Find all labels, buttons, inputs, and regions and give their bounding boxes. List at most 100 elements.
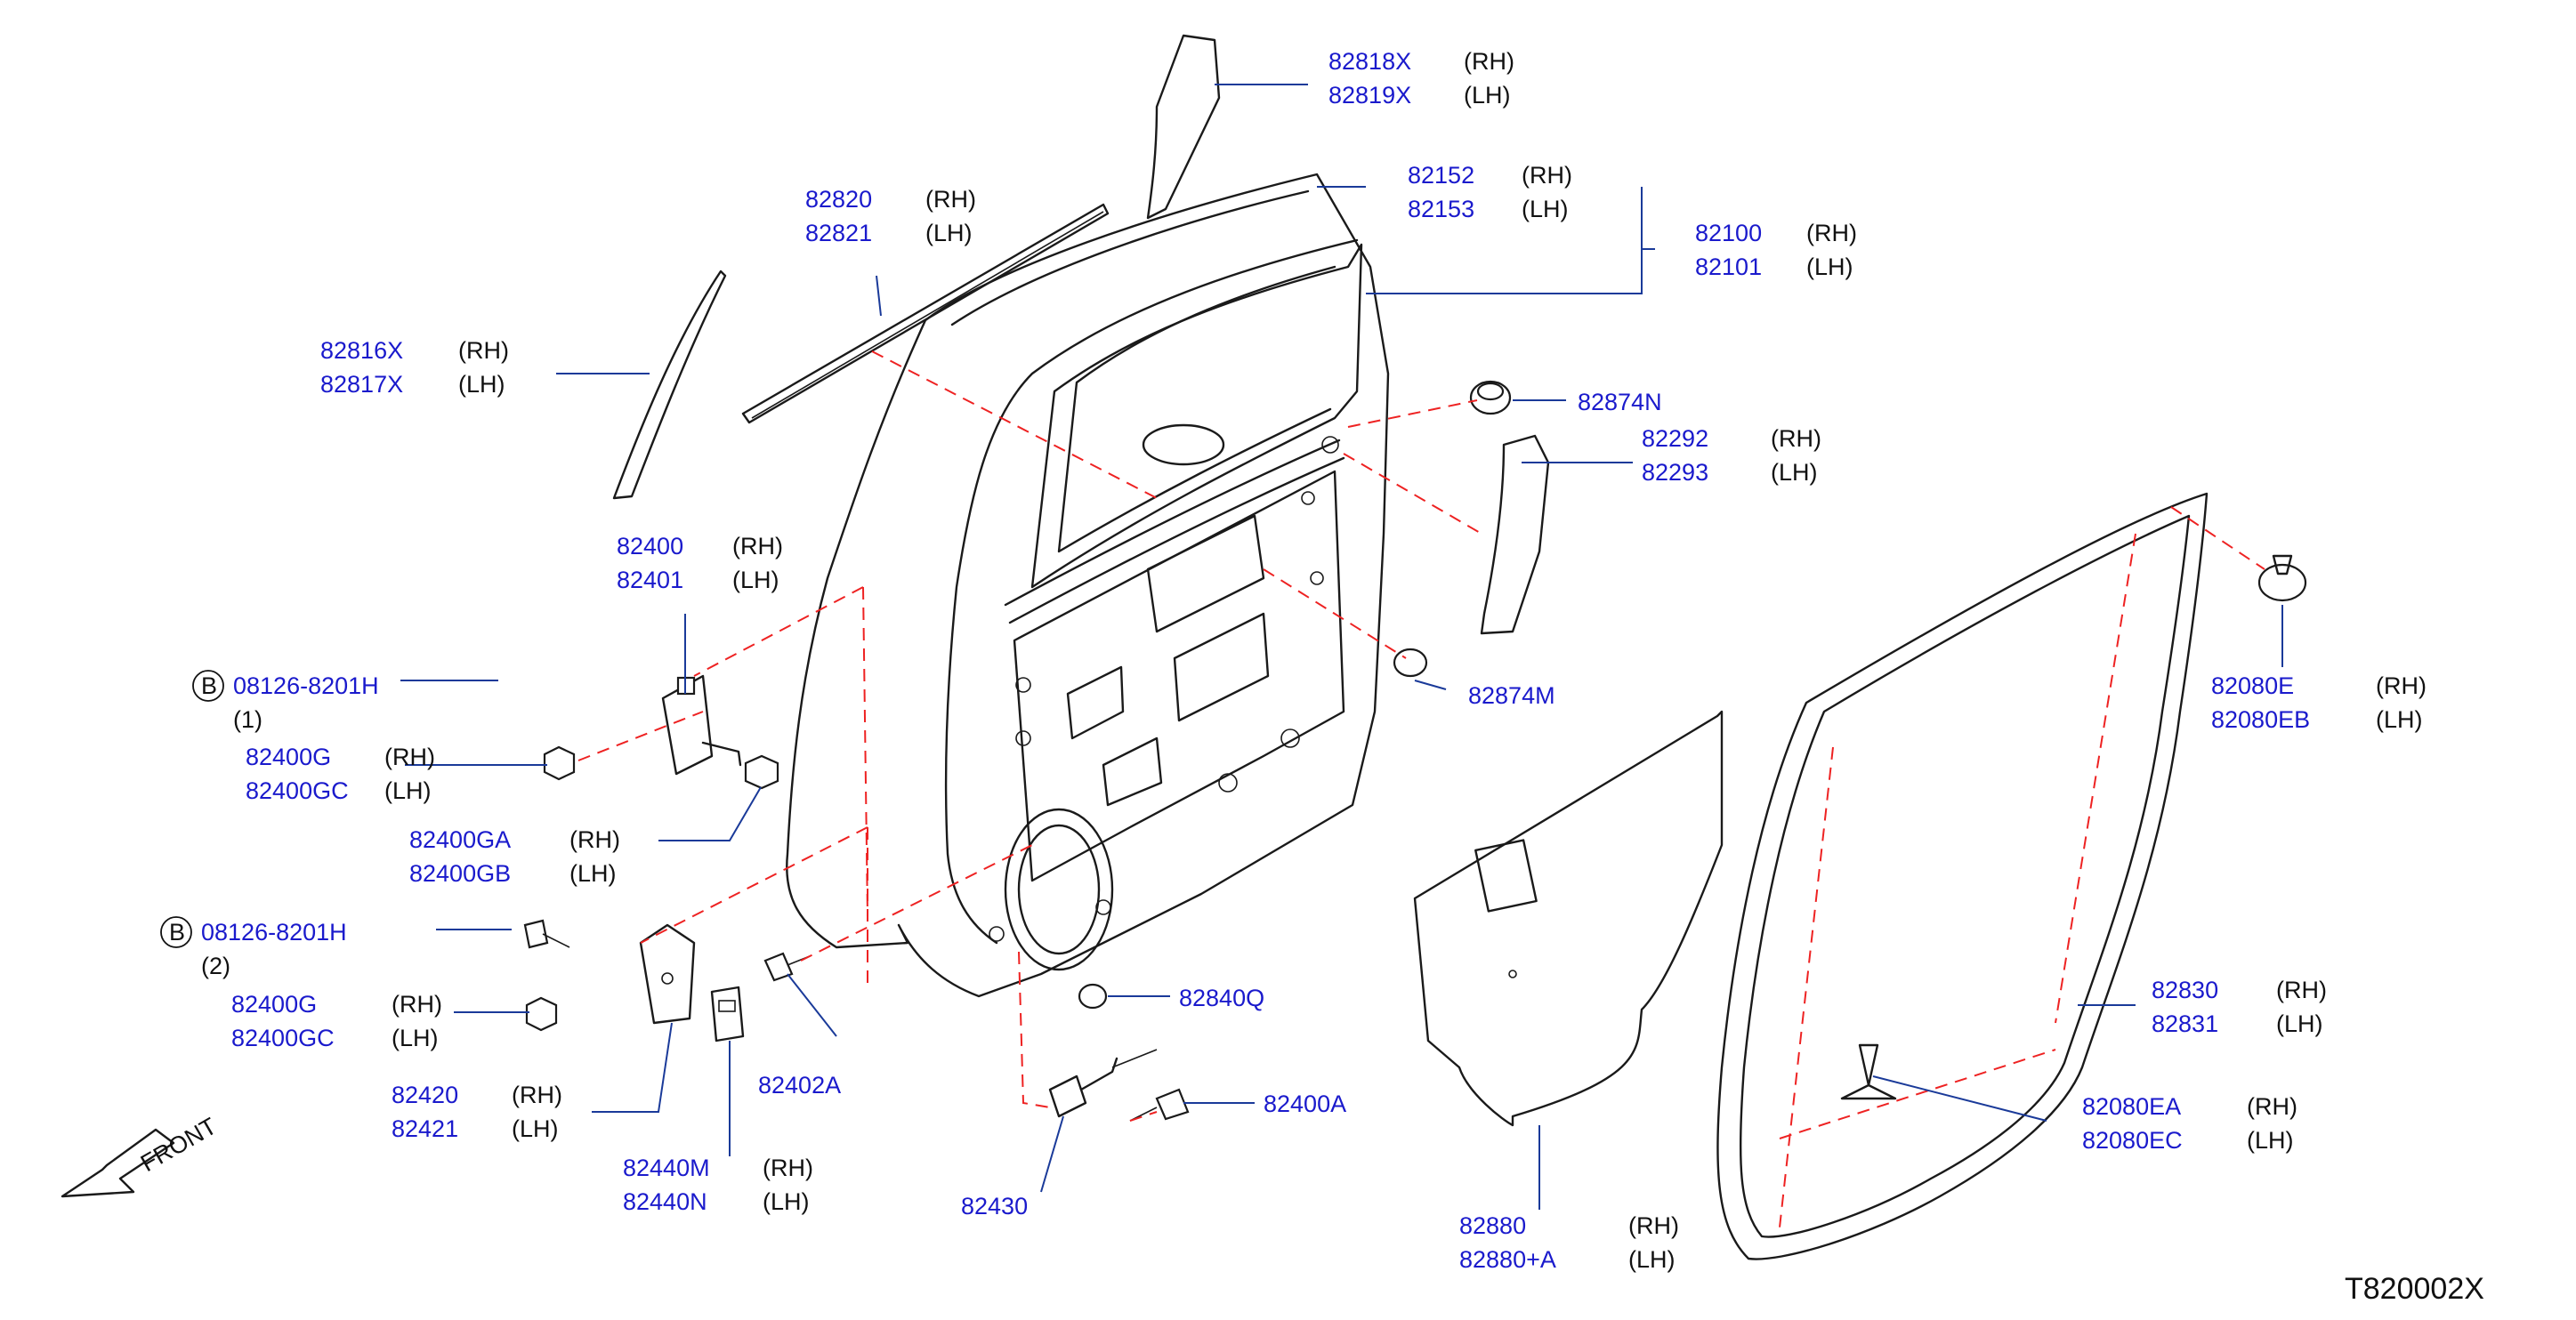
part-number: 82080EB (2211, 706, 2310, 733)
side-designation: (LH) (2247, 1127, 2294, 1154)
assembly-guides (577, 350, 2265, 1228)
plug-82840q (1078, 983, 1108, 1010)
front-arrow-icon (61, 1128, 175, 1198)
part-number: 82400GA (409, 826, 511, 853)
window-sash-rear-moulding (1146, 34, 1221, 220)
callout-c20: 82400A (1264, 1091, 1346, 1117)
callout-c09: 82874M (1468, 682, 1555, 709)
part-number: 82400G (231, 991, 317, 1018)
part-number: 82080EC (2082, 1127, 2183, 1154)
clip-82080e (2257, 554, 2307, 602)
part-number: 82100 (1695, 220, 1762, 246)
callout-c01: 82818X(RH)82819X(LH) (1328, 48, 1514, 109)
part-number: 08126-8201H (233, 672, 379, 699)
corner-piece (1480, 434, 1550, 635)
side-designation: (LH) (392, 1025, 439, 1051)
callout-c12: 82400G(RH)82400GC(LH) (246, 744, 435, 804)
side-designation: (RH) (512, 1082, 562, 1108)
side-designation: (LH) (569, 860, 617, 887)
part-number: 82421 (392, 1115, 458, 1142)
callout-labels: 82818X(RH)82819X(LH)82820(RH)82821(LH)82… (160, 48, 2427, 1273)
side-designation: (RH) (2376, 672, 2427, 699)
door-check-82430 (1048, 1049, 1158, 1118)
part-number: 82819X (1328, 82, 1411, 109)
hinge-nut-lower (525, 996, 558, 1032)
side-designation: (LH) (1806, 254, 1853, 280)
part-number: 82840Q (1179, 985, 1264, 1011)
side-designation: (LH) (2376, 706, 2423, 733)
side-designation: (LH) (384, 777, 432, 804)
callout-c05: 82816X(RH)82817X(LH) (320, 337, 509, 398)
part-number: 82420 (392, 1082, 458, 1108)
part-number: 82400A (1264, 1091, 1346, 1117)
side-designation: (RH) (2276, 977, 2327, 1003)
side-designation: (RH) (2247, 1093, 2297, 1120)
badge-letter: B (169, 919, 185, 946)
callout-c10: 82080E (RH) 82080EB (LH) (2211, 672, 2427, 733)
part-number: 82440M (623, 1155, 710, 1181)
hinge-nut-upper-2 (744, 754, 779, 790)
side-designation: (RH) (1806, 220, 1857, 246)
clip-82080ea (1840, 1043, 1897, 1100)
side-designation: (RH) (569, 826, 620, 853)
part-number: 82816X (320, 337, 403, 364)
side-designation: (RH) (763, 1155, 813, 1181)
part-number: 82821 (805, 220, 872, 246)
side-designation: (LH) (1464, 82, 1511, 109)
part-number: 82080E (2211, 672, 2294, 699)
side-designation: (LH) (732, 567, 779, 593)
door-shell (786, 173, 1390, 998)
part-number: 82400 (617, 533, 683, 559)
part-number: 82880 (1459, 1212, 1526, 1239)
side-designation: (LH) (1771, 459, 1818, 486)
callout-c11: B 08126-8201H (1) (192, 670, 379, 733)
part-number: 82430 (961, 1193, 1028, 1219)
upper-hinge (661, 674, 742, 776)
quantity: (1) (233, 706, 262, 733)
part-number: 08126-8201H (201, 919, 347, 946)
callout-c06: 82874N (1578, 389, 1662, 415)
side-designation: (LH) (925, 220, 973, 246)
check-link-bracket (710, 986, 745, 1042)
lower-hinge (639, 923, 696, 1025)
side-designation: (RH) (392, 991, 442, 1018)
part-number: 82402A (758, 1072, 841, 1099)
side-designation: (RH) (732, 533, 783, 559)
grommet-82874m (1393, 648, 1428, 678)
part-number: 82401 (617, 567, 683, 593)
bolt-82400a (1129, 1088, 1190, 1122)
side-designation: (LH) (1628, 1246, 1676, 1273)
part-number: 82292 (1642, 425, 1708, 452)
callout-c17: 82830(RH)82831(LH) (2152, 977, 2327, 1037)
side-designation: (LH) (458, 371, 505, 398)
bolt-82402a (763, 952, 811, 982)
callout-c02: 82820(RH)82821(LH) (805, 186, 976, 246)
callout-c18: 82402A (758, 1072, 841, 1099)
badge-circle (160, 916, 192, 948)
hinge-bolt-lower (523, 919, 570, 949)
side-designation: (LH) (1522, 196, 1569, 222)
part-number: 82874M (1468, 682, 1555, 709)
callout-c19: 82420 (RH) 82421 (LH) (392, 1082, 562, 1142)
quantity: (2) (201, 953, 230, 979)
grommet-82874n (1469, 380, 1512, 415)
callout-c23: 82430 (961, 1193, 1028, 1219)
part-number: 82830 (2152, 977, 2218, 1003)
part-number: 82874N (1578, 389, 1662, 415)
callout-c21: 82080EA (RH) 82080EC (LH) (2082, 1093, 2297, 1154)
callout-c04: 82100(RH)82101(LH) (1695, 220, 1857, 280)
badge-letter: B (201, 672, 217, 699)
door-finisher-trim (1413, 710, 1724, 1127)
callout-c14: B 08126-8201H (2) (160, 916, 347, 979)
side-designation: (RH) (384, 744, 435, 770)
side-designation: (LH) (512, 1115, 559, 1142)
side-designation: (RH) (1771, 425, 1821, 452)
callout-c15: 82400G(RH)82400GC(LH) (231, 991, 442, 1051)
callout-c03: 82152(RH)82153(LH) (1408, 162, 1572, 222)
side-designation: (LH) (2276, 1010, 2323, 1037)
part-number: 82080EA (2082, 1093, 2181, 1120)
part-number: 82880+A (1459, 1246, 1556, 1273)
leader-lines (400, 84, 2283, 1210)
callout-c07: 82292(RH)82293(LH) (1642, 425, 1821, 486)
part-number: 82400GB (409, 860, 511, 887)
